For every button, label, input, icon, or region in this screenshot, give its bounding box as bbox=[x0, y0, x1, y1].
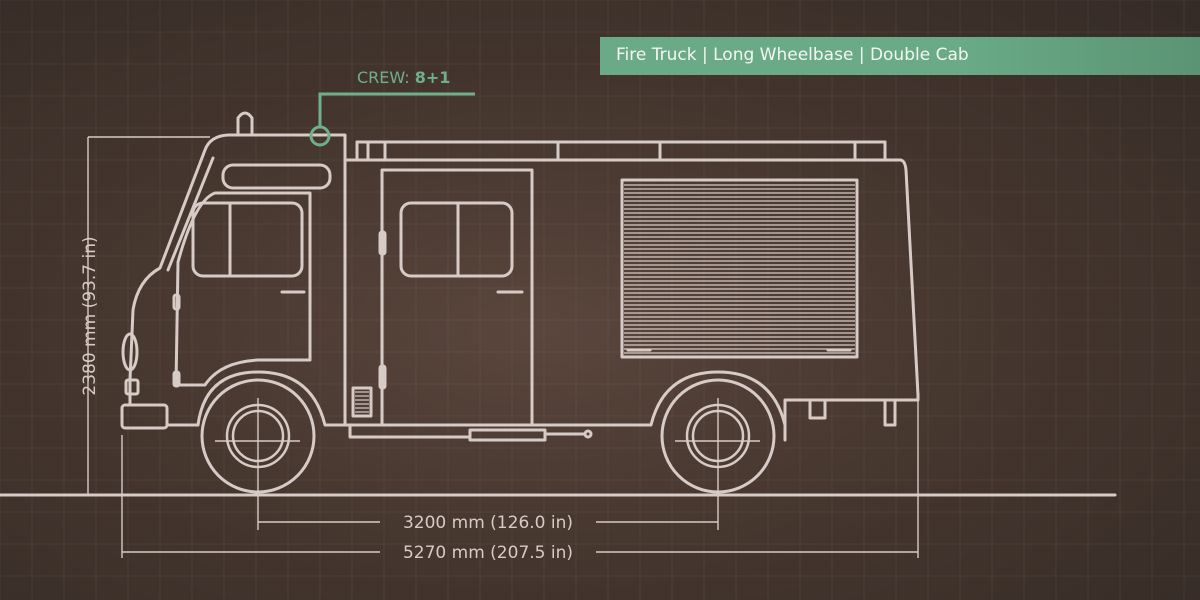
indicator-light bbox=[124, 378, 140, 396]
compartment-door bbox=[380, 168, 534, 427]
cab-pillar bbox=[166, 156, 215, 272]
crew-label: CREW: 8+1 bbox=[357, 68, 450, 87]
headlight bbox=[121, 332, 139, 372]
cab-door bbox=[174, 191, 312, 387]
vent-grille-slats bbox=[355, 391, 369, 413]
pipe-cap bbox=[583, 429, 593, 439]
cab-marker-light bbox=[221, 163, 332, 190]
banner-title: Fire Truck | Long Wheelbase | Double Cab bbox=[616, 45, 969, 65]
door-hinge bbox=[378, 230, 387, 256]
wheelbase-label: 3200 mm (126.0 in) bbox=[403, 513, 573, 533]
cab-window bbox=[191, 201, 304, 278]
height-dimension: 2380 mm (93.7 in) bbox=[80, 136, 210, 495]
body-outline bbox=[343, 158, 920, 427]
chassis-pipe bbox=[348, 423, 587, 442]
roller-shutter bbox=[620, 178, 859, 359]
rear-chassis bbox=[783, 398, 897, 442]
height-label: 2380 mm (93.7 in) bbox=[80, 236, 100, 395]
crew-callout bbox=[309, 92, 475, 147]
front-bumper bbox=[120, 403, 169, 430]
crew-label-text: CREW: bbox=[357, 68, 410, 87]
fire-truck-drawing bbox=[120, 111, 920, 494]
wheelbase-dimension: 3200 mm (126.0 in) bbox=[257, 398, 719, 533]
crew-value: 8+1 bbox=[414, 68, 451, 87]
roller-shutter-slats bbox=[624, 184, 855, 354]
length-label: 5270 mm (207.5 in) bbox=[403, 543, 573, 563]
cab-hinge bbox=[172, 293, 181, 311]
cab-hinge bbox=[172, 370, 181, 388]
length-dimension: 5270 mm (207.5 in) bbox=[121, 400, 919, 563]
vent-grille bbox=[351, 386, 373, 418]
crew-marker-icon bbox=[309, 125, 331, 147]
roof-rack bbox=[355, 140, 887, 162]
beacon-light bbox=[231, 111, 260, 137]
cab-outline bbox=[128, 133, 347, 427]
door-hinge bbox=[378, 364, 387, 390]
title-banner: Fire Truck | Long Wheelbase | Double Cab bbox=[600, 37, 1200, 75]
